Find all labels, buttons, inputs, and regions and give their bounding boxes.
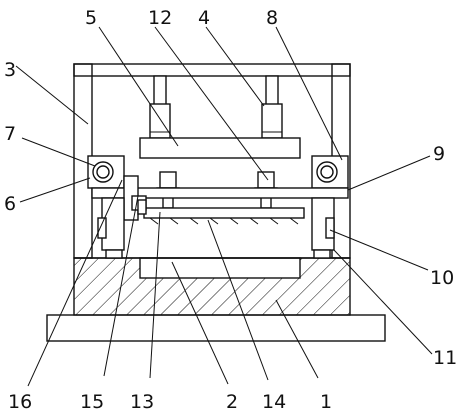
right-actuator	[311, 197, 335, 259]
callout-5: 5	[85, 7, 97, 29]
ground-plate	[46, 314, 386, 342]
callout-4: 4	[198, 7, 210, 29]
callout-11: 11	[433, 347, 457, 369]
upper-press-plate	[139, 137, 301, 159]
callout-7: 7	[4, 123, 16, 145]
callout-14: 14	[262, 391, 286, 413]
callout-8: 8	[266, 7, 278, 29]
callout-1: 1	[320, 391, 332, 413]
callout-6: 6	[4, 193, 16, 215]
callout-13: 13	[130, 391, 154, 413]
callout-3: 3	[4, 59, 16, 81]
cross-beam	[91, 187, 349, 199]
lower-die-plate	[143, 207, 305, 225]
callout-9: 9	[433, 143, 445, 165]
hydraulic-cylinders	[149, 75, 283, 139]
side-rails	[87, 155, 349, 189]
callout-12: 12	[148, 7, 172, 29]
callout-2: 2	[226, 391, 238, 413]
leader-lines	[15, 26, 433, 387]
callout-10: 10	[430, 267, 454, 289]
callout-16: 16	[8, 391, 32, 413]
base-block	[73, 257, 351, 316]
callout-15: 15	[80, 391, 104, 413]
